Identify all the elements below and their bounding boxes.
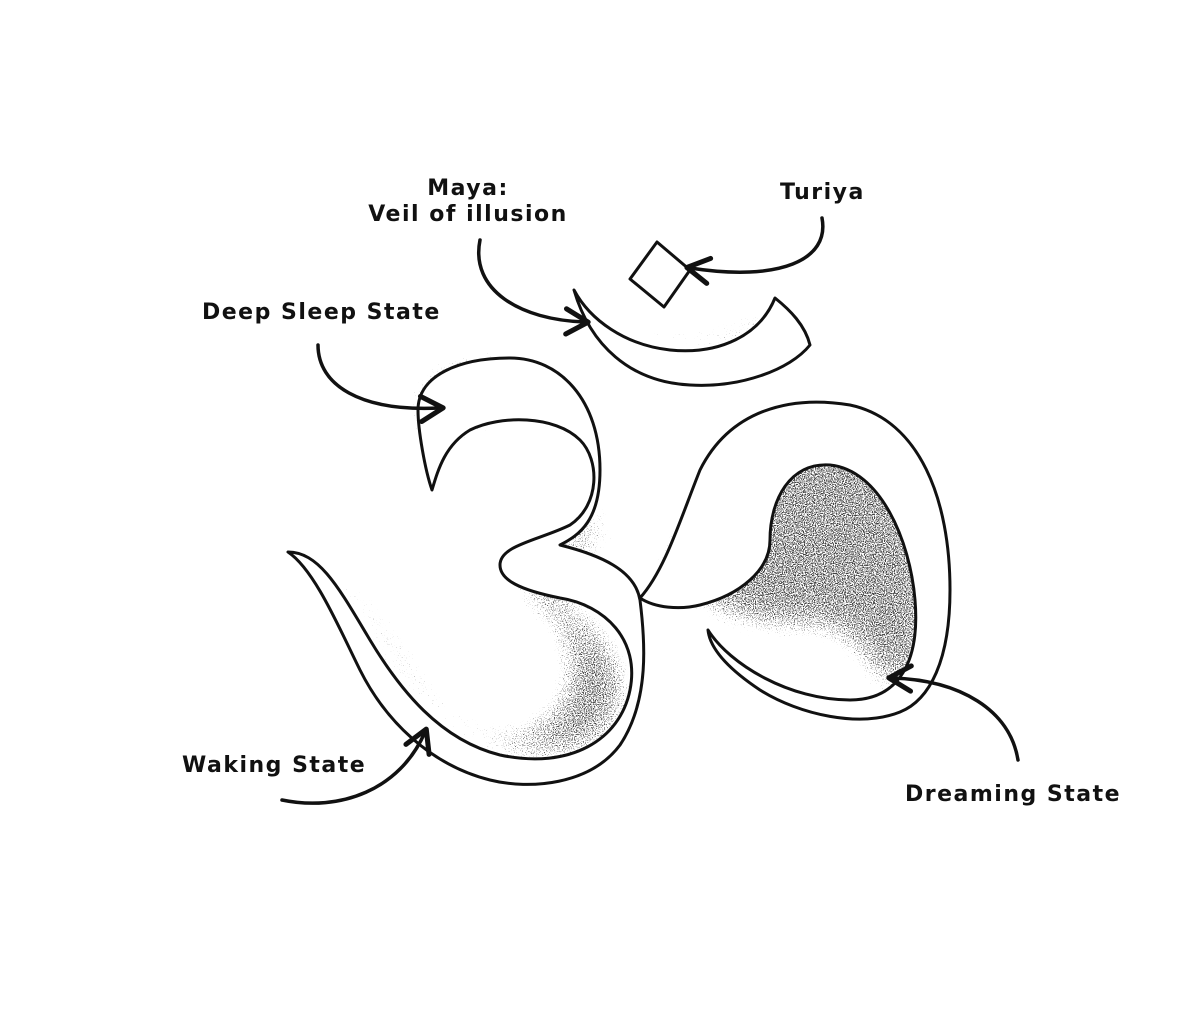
arrow-waking (280, 726, 432, 805)
label-waking-state: Waking State (182, 753, 367, 778)
label-dreaming-state: Dreaming State (905, 782, 1122, 807)
label-maya: Maya: Veil of illusion (358, 176, 578, 229)
om-waking-curve (286, 356, 646, 786)
arrow-turiya (684, 216, 825, 286)
arrow-dreaming (886, 663, 1020, 762)
label-turiya: Turiya (780, 180, 865, 205)
annotation-arrows (280, 216, 1020, 805)
om-maya-crescent (572, 288, 812, 387)
label-maya-line1: Maya: (427, 176, 509, 201)
arrow-deep-sleep (316, 343, 446, 425)
arrow-maya (477, 238, 591, 337)
om-turiya-dot (628, 240, 692, 309)
label-maya-line2: Veil of illusion (368, 202, 568, 228)
om-dreaming-curve (638, 400, 952, 721)
label-deep-sleep-state: Deep Sleep State (202, 300, 441, 325)
om-glyph (286, 240, 952, 786)
